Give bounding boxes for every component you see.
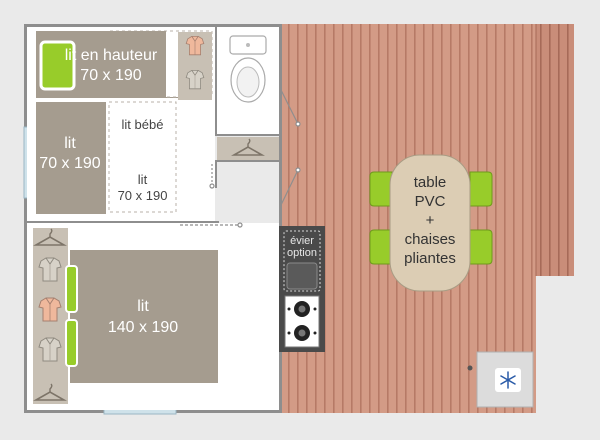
pillow-bunk xyxy=(39,40,76,91)
sink-label: évier option xyxy=(287,235,317,259)
snowflake-icon xyxy=(495,368,521,392)
terrace-table xyxy=(389,154,471,292)
pillow-bottom xyxy=(65,319,78,367)
sink-basin xyxy=(286,262,318,290)
stove-icon xyxy=(284,295,320,348)
double-bed xyxy=(70,250,218,383)
table-label: table PVC + chaises pliantes xyxy=(404,174,456,267)
terrace-chairs xyxy=(369,171,493,265)
double-bed-label: lit 140 x 190 xyxy=(107,298,179,336)
door-icon xyxy=(180,89,301,228)
single-bed-left xyxy=(36,102,106,214)
pillow-top xyxy=(65,265,78,313)
toilet-icon xyxy=(229,35,267,103)
single-bed-left-label: lit 70 x 190 xyxy=(39,135,101,172)
bunk-bed-label: lit en hauteur 70 x 190 xyxy=(64,47,158,84)
wardrobe-kids xyxy=(178,32,212,100)
crib-label: lit bébé xyxy=(121,117,164,132)
crib xyxy=(108,101,177,213)
single-bed-right-label: lit 70 x 190 xyxy=(117,172,168,203)
wardrobe-hall xyxy=(217,137,279,160)
